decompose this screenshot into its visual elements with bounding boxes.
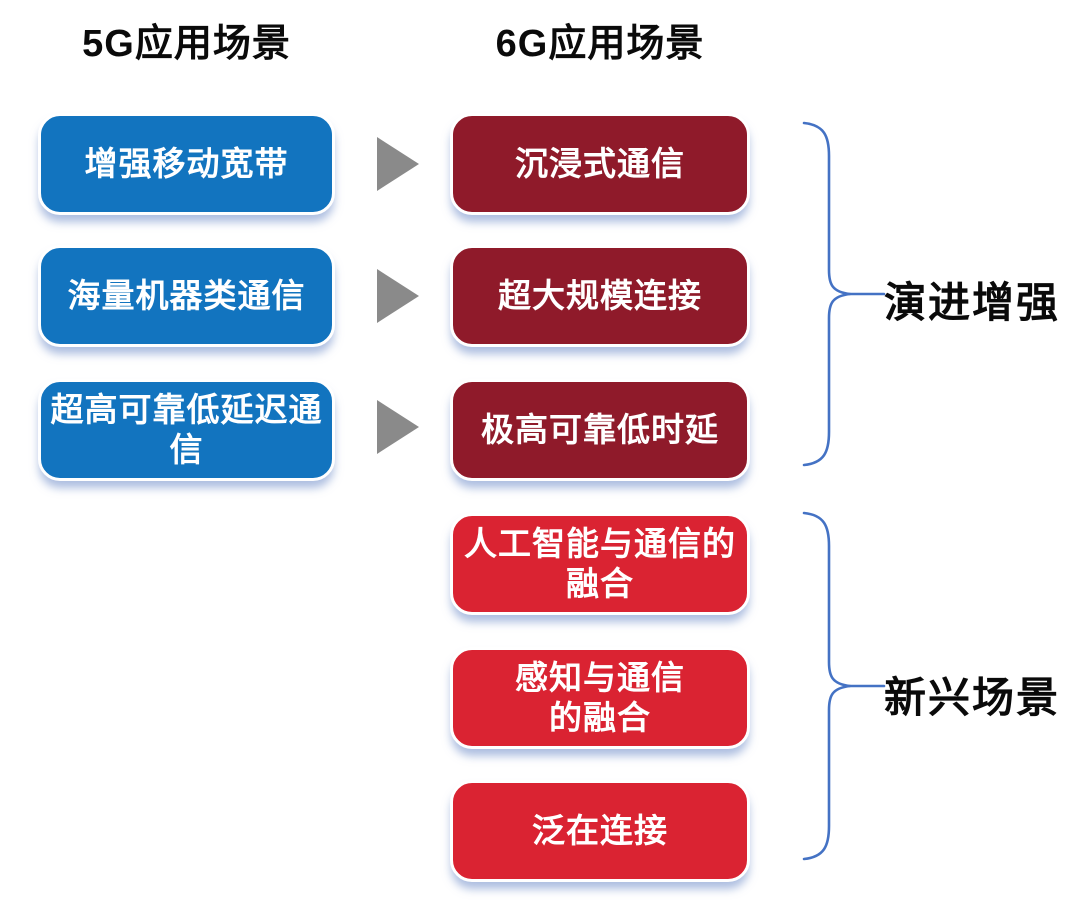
box-5g-enhanced-mobile-broadband: 增强移动宽带 [38,113,335,215]
box-6g-immersive-communication: 沉浸式通信 [450,113,750,215]
box-5g-ultra-reliable-low-latency: 超高可靠低延迟通 信 [38,379,335,481]
column-header-6g: 6G应用场景 [495,23,705,65]
box-6g-extreme-reliable-low-latency: 极高可靠低时延 [450,379,750,481]
box-6g-ai-communication-integration: 人工智能与通信的 融合 [450,513,750,615]
group-label-emerging-scenarios: 新兴场景 [884,674,1061,721]
curly-brace-icon [802,511,886,861]
curly-brace-icon [802,121,886,467]
arrow-right-icon [377,400,419,454]
arrow-right-icon [377,137,419,191]
box-6g-ubiquitous-connectivity: 泛在连接 [450,780,750,882]
arrow-right-icon [377,269,419,323]
column-header-5g: 5G应用场景 [82,23,291,65]
group-label-evolution-enhancement: 演进增强 [884,279,1061,326]
box-5g-massive-machine-communication: 海量机器类通信 [38,245,335,347]
box-6g-ultra-massive-connectivity: 超大规模连接 [450,245,750,347]
box-6g-sensing-communication-integration: 感知与通信 的融合 [450,647,750,749]
